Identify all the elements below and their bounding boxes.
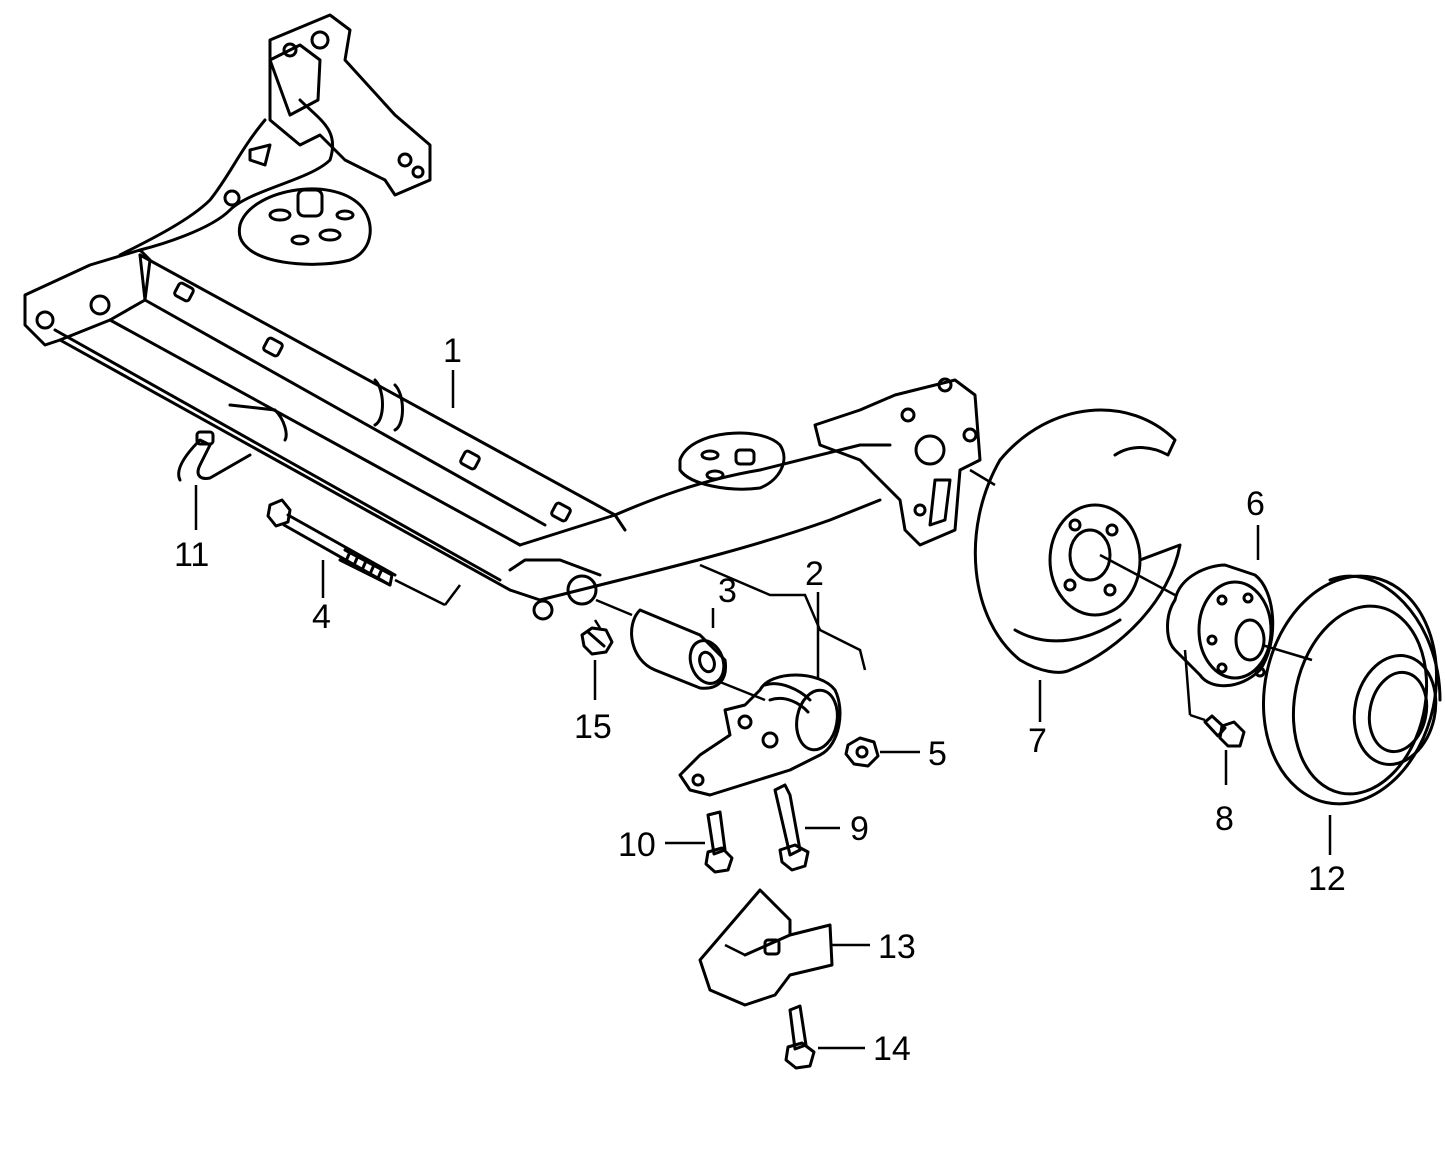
callout-13: 13 — [878, 928, 916, 966]
bolt-14 — [784, 1004, 816, 1070]
callout-1: 1 — [443, 332, 462, 370]
bearing-bracket-2 — [678, 673, 842, 797]
backing-plate-7 — [973, 408, 1182, 674]
callout-4: 4 — [312, 598, 331, 636]
rear-axle-beam — [23, 13, 982, 621]
bushing-3 — [630, 608, 728, 690]
brake-disc-12 — [1261, 574, 1442, 806]
callout-7: 7 — [1028, 722, 1047, 760]
callout-8: 8 — [1215, 800, 1234, 838]
callout-leaders — [194, 370, 1332, 1050]
wheel-hub-6 — [1166, 563, 1275, 688]
callout-9: 9 — [850, 810, 869, 848]
nut-15 — [580, 626, 614, 656]
callout-14: 14 — [873, 1030, 911, 1068]
bolt-9 — [773, 783, 810, 872]
callout-11: 11 — [174, 536, 209, 574]
callout-3: 3 — [718, 572, 737, 610]
exploded-view-lines — [394, 468, 1313, 957]
callout-6: 6 — [1246, 485, 1265, 523]
bolt-10 — [704, 810, 734, 874]
bracket-13 — [698, 888, 834, 1007]
callout-12: 12 — [1308, 860, 1346, 898]
callout-2: 2 — [805, 555, 824, 593]
bolt-4 — [266, 498, 397, 587]
callout-15: 15 — [574, 708, 612, 746]
callout-5: 5 — [928, 735, 947, 773]
callout-10: 10 — [618, 826, 656, 864]
bolt-8 — [1203, 714, 1246, 748]
callout-labels: 1 2 3 4 5 6 7 8 9 10 11 12 13 14 15 — [174, 332, 1346, 1068]
nut-5 — [844, 736, 880, 768]
